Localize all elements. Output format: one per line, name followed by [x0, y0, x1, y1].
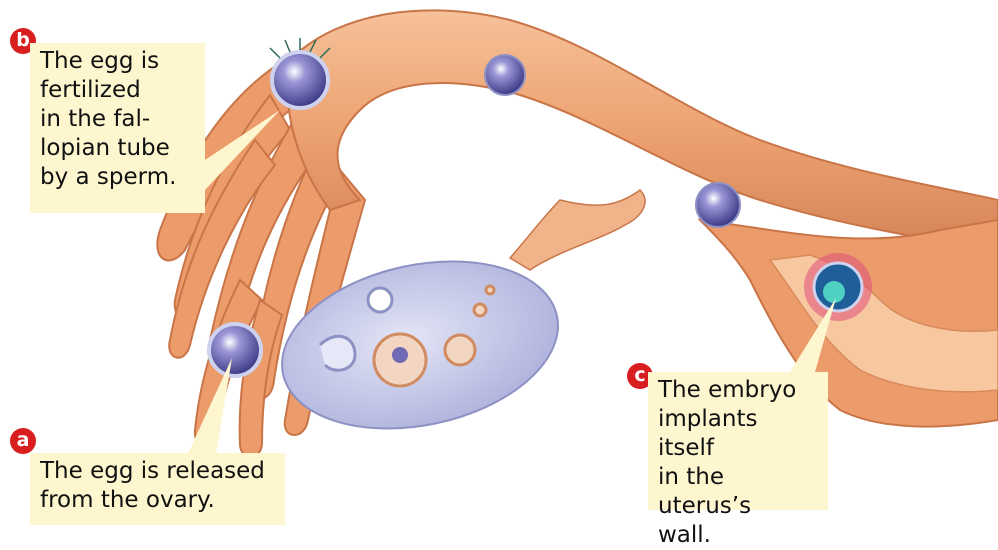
callout-c: The embryo implants itself in the uterus…	[648, 372, 828, 510]
embryo-morula	[696, 183, 740, 227]
reproduction-diagram: b The egg is fertilized in the fal- lopi…	[0, 0, 998, 527]
callout-b: The egg is fertilized in the fal- lopian…	[30, 43, 205, 213]
embryo-cleaving	[485, 55, 525, 95]
callout-a: The egg is released from the ovary.	[30, 453, 285, 525]
ovarian-ligament	[510, 190, 645, 270]
egg-released	[209, 324, 261, 376]
fallopian-tube	[287, 10, 998, 250]
embryo-implanted	[804, 253, 872, 321]
marker-a: a	[10, 428, 36, 454]
